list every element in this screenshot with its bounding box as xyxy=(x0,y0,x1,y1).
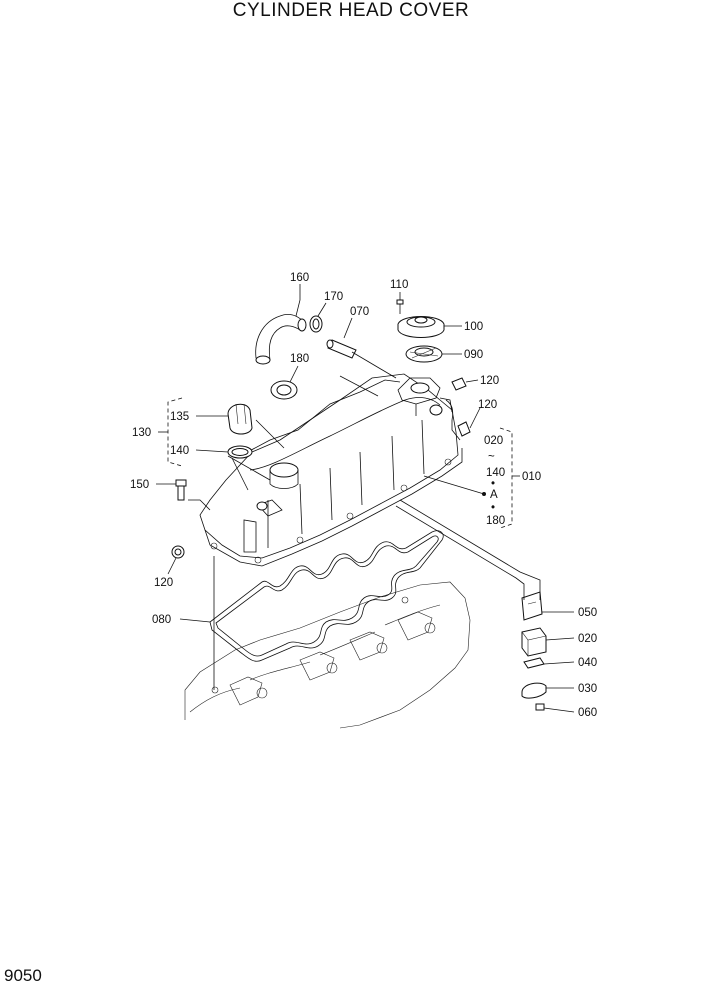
callout-140: 140 xyxy=(170,445,189,457)
callout-010: 010 xyxy=(522,471,541,483)
page-number: 9050 xyxy=(4,966,42,985)
spacer-040 xyxy=(523,657,545,669)
cylinder-head-outline xyxy=(184,581,471,729)
block-020 xyxy=(521,627,547,657)
clamp-170 xyxy=(309,315,323,333)
plug-120-right xyxy=(457,421,471,437)
callout-080: 080 xyxy=(152,614,171,626)
bracket-050 xyxy=(521,591,543,621)
callout-180-range-end: 180 xyxy=(486,515,505,527)
plug-120-left xyxy=(171,545,185,559)
gasket-080 xyxy=(209,530,444,662)
screw-060 xyxy=(535,703,545,711)
callout-130: 130 xyxy=(132,427,151,439)
range-dot-2: • xyxy=(491,502,495,514)
callout-110: 110 xyxy=(390,279,408,291)
callout-060: 060 xyxy=(578,707,597,719)
callout-070: 070 xyxy=(350,306,369,318)
o-ring-140 xyxy=(227,445,253,459)
plate-030 xyxy=(521,682,547,699)
callout-090: 090 xyxy=(464,349,483,361)
callout-020-range-start: 020 xyxy=(484,435,503,447)
callout-120-top: 120 xyxy=(480,375,499,387)
diaphragm-090 xyxy=(405,345,443,363)
range-tilde: ~ xyxy=(488,451,495,463)
bolt-150 xyxy=(175,479,187,501)
callout-020: 020 xyxy=(578,633,597,645)
breather-cap-100 xyxy=(397,316,445,338)
page-title: CYLINDER HEAD COVER xyxy=(232,0,470,21)
callout-050: 050 xyxy=(578,607,597,619)
callout-040: 040 xyxy=(578,657,597,669)
oil-seal-180 xyxy=(270,380,298,400)
plug-120-top xyxy=(451,377,467,391)
screw-110 xyxy=(396,299,404,314)
callout-160: 160 xyxy=(290,272,309,284)
callout-180: 180 xyxy=(290,353,309,365)
head-cover-body xyxy=(199,373,463,567)
callout-140-range: 140 xyxy=(486,467,505,479)
leader-lines xyxy=(156,284,575,713)
callout-A: A xyxy=(490,489,498,501)
oil-filler-cap-135 xyxy=(227,403,253,435)
callout-labels: 160 170 070 110 100 090 180 120 120 135 … xyxy=(130,272,597,719)
hose-160 xyxy=(255,314,307,365)
group-bracket-010 xyxy=(499,427,520,529)
callout-120-bottom: 120 xyxy=(154,577,173,589)
callout-030: 030 xyxy=(578,683,597,695)
callout-135: 135 xyxy=(170,411,189,423)
callout-120-right: 120 xyxy=(478,399,497,411)
pipe-070 xyxy=(326,339,357,359)
range-dot-1: • xyxy=(491,478,495,490)
callout-100: 100 xyxy=(464,321,483,333)
callout-170: 170 xyxy=(324,291,343,303)
callout-150: 150 xyxy=(130,479,149,491)
group-bracket-130 xyxy=(158,397,183,467)
